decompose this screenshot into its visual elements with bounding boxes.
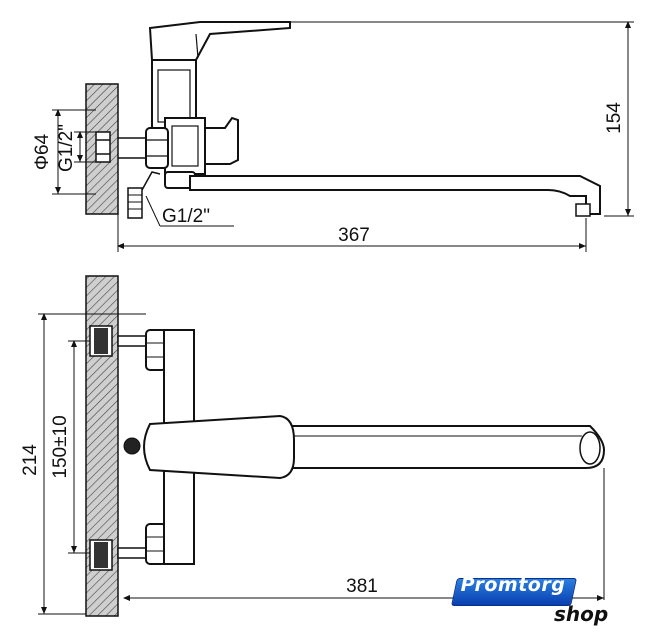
top-view: Φ64 G1/2" G1/2" 367 154 — [32, 21, 634, 252]
logo-brand-top: Promtorg — [460, 574, 566, 596]
dim-thread-inlet: G1/2" — [56, 124, 77, 172]
logo-brand-bottom: shop — [554, 602, 609, 626]
lever-handle — [148, 21, 291, 61]
lever-body-front — [143, 414, 295, 480]
spout-front — [289, 425, 606, 469]
spout-top — [189, 175, 601, 215]
brand-logo: Promtorg shop — [451, 572, 614, 632]
dim-thread-outlet: G1/2" — [162, 206, 210, 227]
dim-spout-reach: 381 — [346, 576, 378, 597]
inlet-nut-top — [145, 127, 169, 169]
front-view: 214 150±10 381 — [20, 275, 606, 617]
dim-diameter: Φ64 — [32, 133, 53, 170]
wall-pipe-socket — [95, 131, 111, 163]
diverter-knob — [204, 116, 239, 165]
dim-length: 367 — [338, 225, 370, 246]
diverter-knob-front — [123, 437, 141, 455]
dim-height: 154 — [604, 102, 625, 134]
dim-overall: 214 — [20, 444, 41, 476]
dim-centers: 150±10 — [50, 415, 71, 478]
hose-connector — [127, 171, 161, 219]
